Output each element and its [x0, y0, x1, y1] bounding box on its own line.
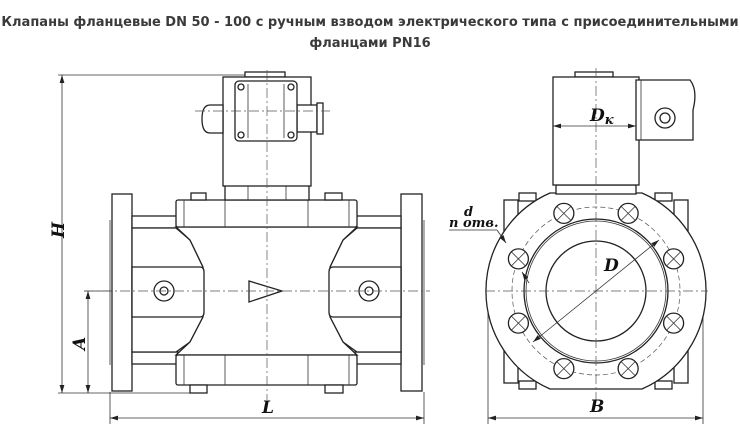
bolt-hole-cross: [620, 206, 636, 221]
flow-direction-arrow: [248, 280, 285, 303]
bolt-hole-cross: [666, 315, 681, 331]
left-flange: [111, 193, 133, 392]
bolt-hole-cross: [511, 251, 526, 267]
dim-L-label: L: [261, 398, 274, 418]
hole-count-label: n отв.: [449, 216, 498, 231]
top-block: [175, 199, 358, 228]
bolt-hole-cross: [620, 361, 636, 376]
hole-diameter-label: d: [464, 205, 473, 220]
dim-Dk-label: Dк: [589, 106, 614, 128]
cable-gland: [201, 104, 224, 134]
dim-A-label: A: [70, 337, 90, 352]
dim-H-label: H: [49, 221, 69, 239]
dim-D-line: [532, 239, 660, 343]
dim-D-label: D: [603, 256, 619, 276]
bolt-hole-cross: [556, 206, 572, 221]
title-line-1: Клапаны фланцевые DN 50 - 100 с ручным в…: [1, 15, 739, 30]
dim-B-label: B: [589, 397, 604, 417]
bolt-hole-cross: [666, 251, 681, 267]
title-line-2: фланцами PN16: [309, 36, 431, 51]
side-view: Dк D B d n отв.: [449, 68, 708, 424]
right-flange: [400, 193, 423, 392]
bolt-holes: [507, 202, 685, 380]
bottom-block: [175, 354, 358, 386]
drawing-title: Клапаны фланцевые DN 50 - 100 с ручным в…: [0, 12, 740, 54]
bolt-hole-cross: [556, 361, 572, 376]
bolt-hole-cross: [511, 315, 526, 331]
front-view: H A L: [49, 70, 430, 424]
manual-reset-knob: [316, 102, 324, 135]
